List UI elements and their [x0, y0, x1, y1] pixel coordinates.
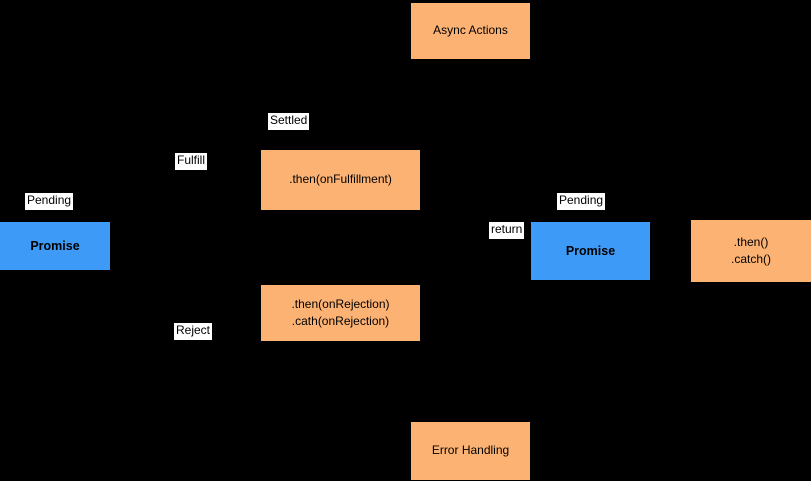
node-error-handling[interactable]: Error Handling	[411, 422, 530, 480]
node-then-on-fulfillment-label: .then(onFulfillment)	[289, 172, 392, 187]
node-promise-right[interactable]: Promise	[531, 222, 650, 280]
node-async-actions[interactable]: Async Actions	[411, 3, 530, 59]
edge-label-pending-left: Pending	[25, 193, 74, 210]
node-then-label: .then()	[733, 234, 769, 249]
node-promise-left-label: Promise	[30, 238, 80, 253]
node-catch-label: .catch()	[730, 252, 771, 266]
node-then-catch[interactable]: .then() .catch()	[691, 220, 811, 282]
edge-label-settled: Settled	[268, 113, 310, 130]
edge-label-fulfill: Fulfill	[175, 153, 208, 170]
node-cath-on-rejection-label: .cath(onRejection)	[291, 314, 390, 328]
node-promise-right-label: Promise	[565, 243, 616, 258]
edge-label-pending-right: Pending	[557, 193, 606, 210]
node-error-handling-label: Error Handling	[431, 443, 510, 458]
node-async-actions-label: Async Actions	[433, 23, 508, 38]
node-then-catch-on-rejection[interactable]: .then(onRejection) .cath(onRejection)	[261, 285, 420, 341]
edge-label-reject: Reject	[174, 323, 213, 340]
node-promise-left[interactable]: Promise	[0, 222, 110, 270]
node-then-on-fulfillment[interactable]: .then(onFulfillment)	[261, 150, 420, 210]
edge-label-return: return	[489, 222, 525, 239]
node-then-on-rejection-label: .then(onRejection)	[291, 296, 390, 311]
